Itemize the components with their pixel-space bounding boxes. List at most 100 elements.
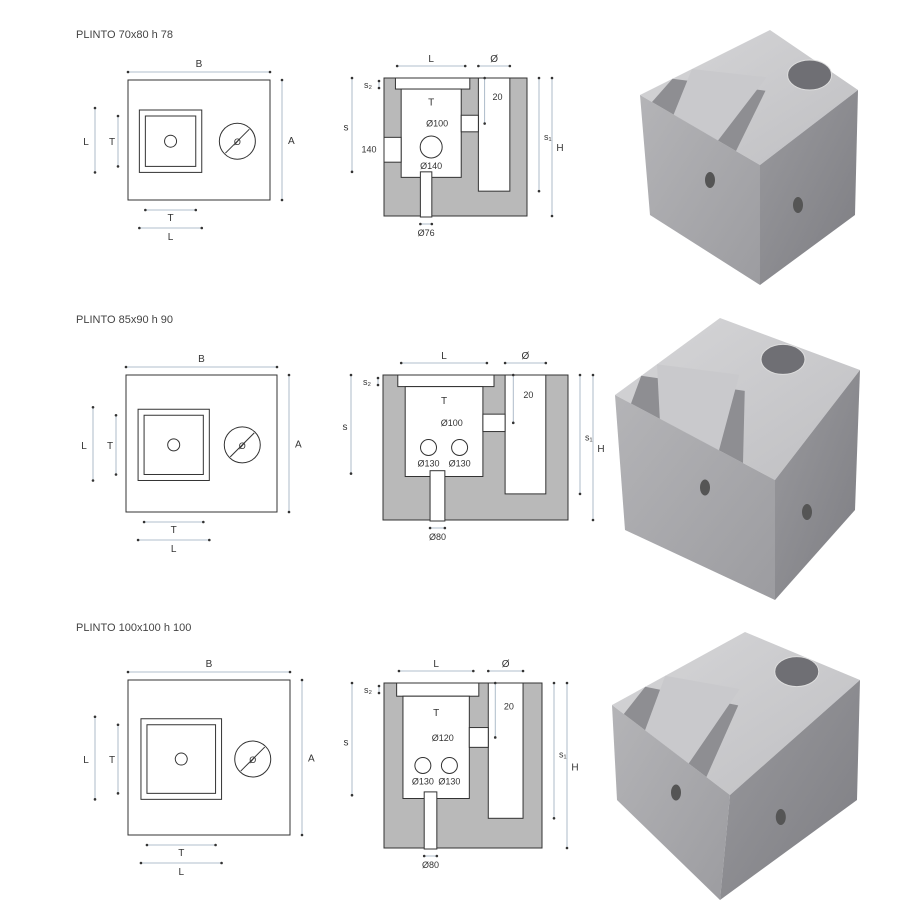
dimension-tick — [443, 526, 447, 530]
dimension-tick — [591, 518, 595, 522]
dimension-tick — [280, 198, 284, 202]
dimension-tick — [93, 171, 97, 174]
dimension-tick — [463, 64, 467, 68]
dim-L: L — [83, 137, 89, 148]
cube-side-hole — [793, 197, 803, 213]
hole-label: Ø — [239, 441, 246, 451]
dimension-tick — [477, 64, 480, 68]
lid-recess — [396, 682, 480, 697]
dimension-tick — [486, 669, 490, 673]
dimension-tick — [591, 373, 595, 377]
dimension-tick — [116, 165, 120, 168]
inspection-chamber — [402, 695, 470, 800]
hole-label: Ø — [249, 755, 256, 765]
dim-B: B — [198, 354, 205, 365]
pipe-hole-icon — [451, 439, 469, 456]
sec-H: H — [597, 444, 604, 455]
cube-side-hole — [700, 479, 710, 496]
dimension-tick — [208, 538, 211, 542]
sec-s: s — [344, 738, 349, 749]
dimension-tick — [349, 373, 353, 377]
dimension-tick — [578, 373, 582, 377]
column-hole-icon — [223, 426, 261, 464]
cube-left-face — [612, 705, 730, 900]
dimension-tick — [93, 798, 97, 801]
dim-A: A — [308, 754, 315, 765]
dimension-tick — [268, 70, 272, 74]
dimension-tick — [138, 226, 141, 230]
sec-T: T — [428, 98, 434, 109]
sec-dia: Ø — [522, 351, 530, 362]
drain-hole-icon — [164, 134, 178, 148]
sec-L: L — [441, 351, 447, 362]
plan-recess-inner — [144, 115, 197, 167]
sec-20: 20 — [523, 390, 533, 400]
dim-T: T — [109, 137, 115, 148]
dimension-tick — [552, 817, 556, 820]
column-socket — [477, 77, 511, 192]
cube-socket-hole — [787, 59, 833, 91]
dimension-tick — [377, 684, 381, 688]
dimension-tick — [537, 76, 541, 80]
dimension-tick — [430, 222, 434, 226]
sec-s: s — [344, 122, 349, 133]
dimension-tick — [428, 526, 432, 530]
dimension-tick — [422, 854, 426, 858]
dim-B: B — [206, 659, 213, 670]
dimension-tick — [350, 76, 354, 80]
pipe-hole-icon — [440, 757, 458, 774]
sec-T: T — [441, 396, 447, 407]
sec-s: s — [343, 422, 348, 433]
diameter-line — [229, 432, 255, 458]
plan-outline — [127, 679, 291, 836]
dim-L: L — [81, 441, 87, 452]
dimension-tick — [116, 723, 120, 727]
sec-dia: Ø — [490, 54, 498, 65]
bottom-drain — [419, 171, 433, 218]
dim-T: T — [109, 755, 115, 766]
dimension-tick — [511, 421, 515, 425]
dimension-tick — [91, 479, 95, 482]
sec-bottom-hole: Ø80 — [422, 860, 439, 870]
sec-s2: s₂ — [364, 80, 373, 90]
sec-dia: Ø — [502, 659, 510, 670]
dimension-tick — [300, 678, 304, 682]
plan-recess-inner — [143, 414, 204, 475]
pipe-hole-icon — [419, 135, 443, 159]
dim-A: A — [288, 136, 295, 147]
drain-hole-icon — [174, 752, 188, 766]
dim-L: L — [83, 755, 89, 766]
lid-recess — [394, 77, 471, 90]
dimension-tick — [139, 861, 143, 865]
section-title: PLINTO 85x90 h 90 — [76, 314, 173, 326]
dimension-tick — [136, 538, 140, 542]
cube-right-face — [720, 680, 860, 900]
dim-L-bottom: L — [178, 867, 184, 878]
cube-left-face — [640, 95, 760, 285]
dimension-tick — [521, 669, 525, 673]
cube-side-hole — [802, 504, 812, 520]
dimension-tick — [142, 520, 146, 524]
cube-recess-inner — [657, 364, 740, 451]
hole-label: Ø — [234, 137, 241, 147]
sec-s1: s₁ — [585, 432, 593, 442]
plinto-3d-render — [612, 632, 860, 900]
plan-recess-outer — [140, 718, 223, 800]
dimension-tick — [300, 833, 304, 837]
dimension-tick — [578, 492, 582, 496]
dimension-tick — [544, 361, 548, 365]
cube-left-face — [615, 395, 775, 600]
sec-bottom-hole: Ø76 — [418, 228, 435, 238]
bottom-drain — [423, 791, 438, 850]
dimension-tick — [349, 472, 353, 475]
dimension-tick — [565, 681, 569, 685]
dimension-tick — [116, 114, 120, 118]
dimension-tick — [565, 846, 569, 850]
dimension-tick — [91, 405, 95, 409]
